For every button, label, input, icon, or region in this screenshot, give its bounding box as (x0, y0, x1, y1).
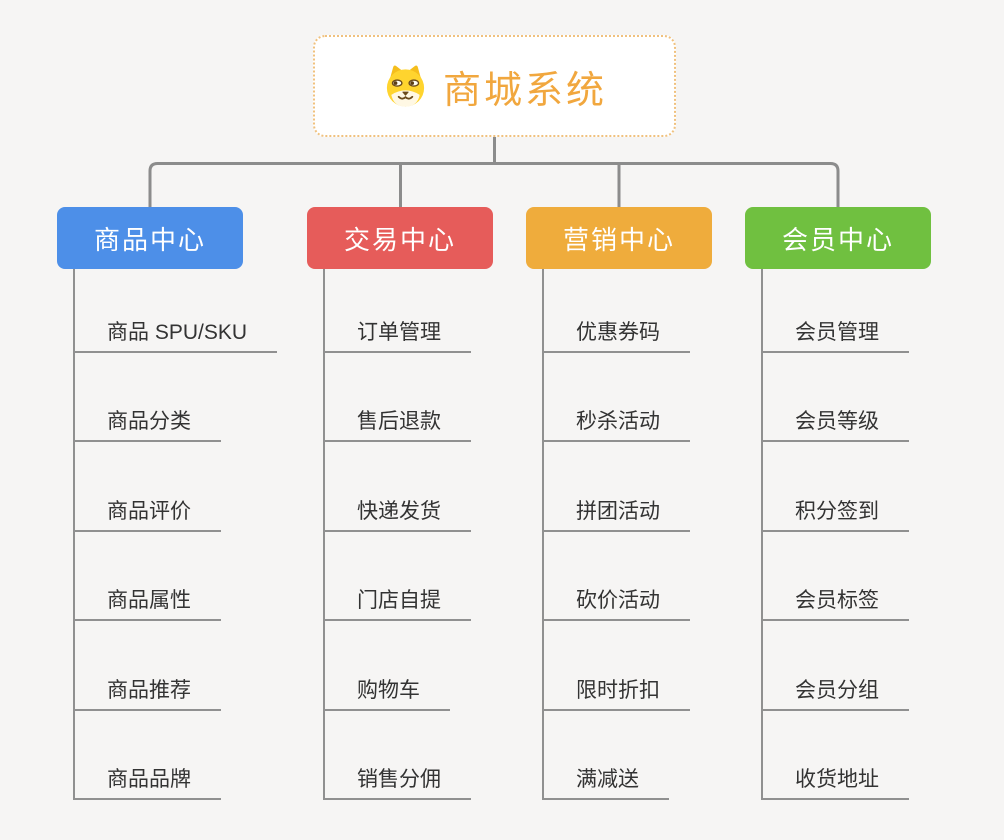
root-node[interactable]: 商城系统 (313, 35, 676, 137)
branch-node-member[interactable]: 会员中心 (745, 207, 931, 269)
leaf-node[interactable]: 满减送 (542, 767, 669, 800)
leaf-node[interactable]: 商品 SPU/SKU (73, 320, 278, 353)
leaf-node[interactable]: 会员管理 (761, 320, 909, 353)
leaf-node[interactable]: 销售分佣 (323, 767, 471, 800)
leaf-node[interactable]: 商品分类 (73, 409, 221, 442)
leaf-node[interactable]: 积分签到 (761, 499, 909, 532)
leaf-node[interactable]: 会员标签 (761, 588, 909, 621)
leaf-node[interactable]: 收货地址 (761, 767, 909, 800)
leaf-node[interactable]: 砍价活动 (542, 588, 690, 621)
branch-child-line (542, 269, 544, 800)
leaf-node[interactable]: 购物车 (323, 678, 450, 711)
leaf-node[interactable]: 快递发货 (323, 499, 471, 532)
leaf-node[interactable]: 商品品牌 (73, 767, 221, 800)
leaf-node[interactable]: 优惠券码 (542, 320, 690, 353)
leaf-node[interactable]: 商品评价 (73, 499, 221, 532)
leaf-node[interactable]: 会员分组 (761, 678, 909, 711)
branch-node-trade[interactable]: 交易中心 (307, 207, 493, 269)
root-title: 商城系统 (442, 69, 607, 112)
bus-connector (148, 162, 840, 209)
leaf-node[interactable]: 门店自提 (323, 588, 471, 621)
dog-face-icon (386, 65, 425, 107)
branch-node-marketing[interactable]: 营销中心 (526, 207, 712, 269)
leaf-node[interactable]: 订单管理 (323, 320, 471, 353)
leaf-node[interactable]: 售后退款 (323, 409, 471, 442)
leaf-node[interactable]: 商品推荐 (73, 678, 221, 711)
leaf-node[interactable]: 拼团活动 (542, 499, 690, 532)
leaf-node[interactable]: 商品属性 (73, 588, 221, 621)
branch-node-product[interactable]: 商品中心 (57, 207, 243, 269)
branch-child-line (73, 269, 75, 800)
leaf-node[interactable]: 秒杀活动 (542, 409, 690, 442)
branch-child-line (761, 269, 763, 800)
leaf-node[interactable]: 会员等级 (761, 409, 909, 442)
branch-child-line (323, 269, 325, 800)
leaf-node[interactable]: 限时折扣 (542, 678, 690, 711)
